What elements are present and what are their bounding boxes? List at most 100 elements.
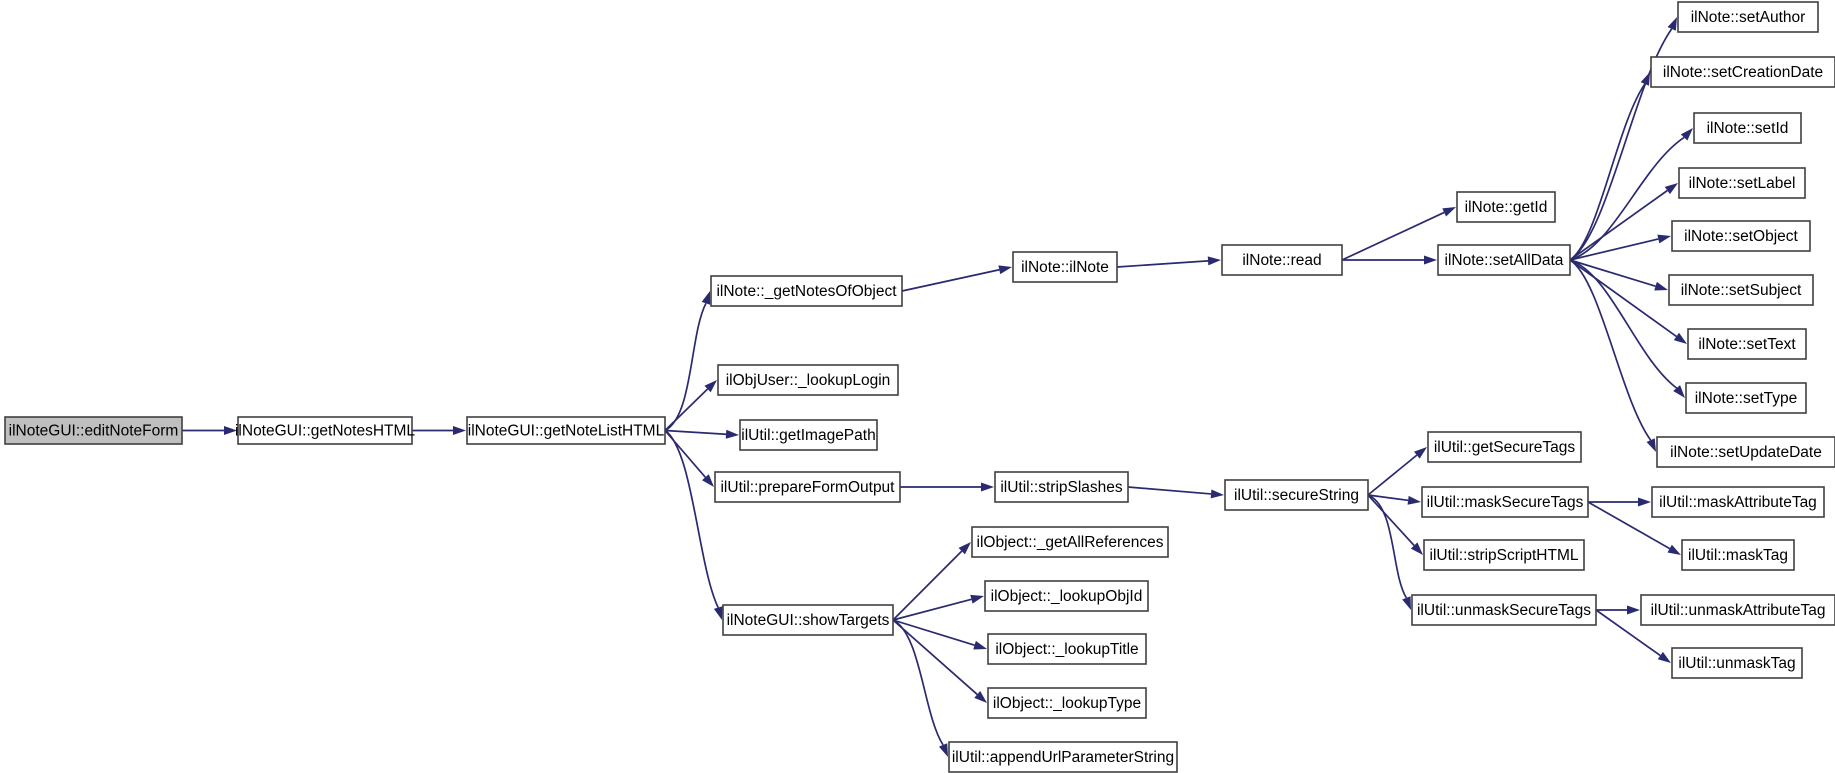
node-unmaskAttributeTag[interactable]: ilUtil::unmaskAttributeTag [1640, 594, 1835, 626]
node-box-getSecureTags[interactable] [1427, 431, 1582, 463]
node-maskAttributeTag[interactable]: ilUtil::maskAttributeTag [1651, 486, 1825, 518]
node-box-stripScriptHTML[interactable] [1423, 539, 1585, 571]
node-box-setCreationDate[interactable] [1650, 56, 1835, 88]
node-box-_lookupObjId[interactable] [984, 580, 1149, 612]
node-stripSlashes[interactable]: ilUtil::stripSlashes [994, 471, 1129, 503]
node-appendUrlParameterString[interactable]: ilUtil::appendUrlParameterString [948, 741, 1178, 773]
node-box-unmaskSecureTags[interactable] [1411, 594, 1597, 626]
node-maskSecureTags[interactable]: ilUtil::maskSecureTags [1421, 486, 1589, 518]
node-box-unmaskAttributeTag[interactable] [1640, 594, 1835, 626]
node-box-setAllData[interactable] [1437, 244, 1571, 276]
node-editNoteForm[interactable]: ilNoteGUI::editNoteForm [4, 416, 183, 445]
node-box-ilNote[interactable] [1012, 251, 1118, 283]
node-maskTag[interactable]: ilUtil::maskTag [1681, 539, 1795, 571]
node-box-editNoteForm[interactable] [4, 416, 183, 445]
node-_lookupTitle[interactable]: ilObject::_lookupTitle [987, 633, 1147, 665]
edge-getNoteListHTML-to-_lookupLogin [664, 380, 717, 432]
node-box-setText[interactable] [1687, 328, 1807, 360]
node-box-stripSlashes[interactable] [994, 471, 1129, 503]
node-box-getNotesHTML[interactable] [237, 416, 413, 445]
node-box-getImagePath[interactable] [739, 419, 878, 451]
node-box-showTargets[interactable] [722, 604, 894, 636]
node-setAuthor[interactable]: ilNote::setAuthor [1677, 1, 1819, 33]
node-box-getNoteListHTML[interactable] [466, 416, 666, 445]
node-getImagePath[interactable]: ilUtil::getImagePath [739, 419, 878, 451]
node-setSubject[interactable]: ilNote::setSubject [1668, 274, 1814, 306]
node-ilNote[interactable]: ilNote::ilNote [1012, 251, 1118, 283]
edge-read-to-getId [1341, 207, 1456, 261]
node-box-_getNotesOfObject[interactable] [710, 275, 903, 307]
node-box-read[interactable] [1221, 244, 1343, 276]
edge-maskSecureTags-to-maskAttributeTag [1588, 497, 1651, 507]
node-box-maskTag[interactable] [1681, 539, 1795, 571]
edge-showTargets-to-_lookupObjId [892, 594, 984, 621]
edge-getNoteListHTML-to-showTargets [664, 429, 723, 620]
edge-showTargets-to-_getAllReferences [892, 542, 971, 621]
node-box-setObject[interactable] [1671, 220, 1811, 252]
edge-stripSlashes-to-secureString [1127, 486, 1224, 499]
node-box-_lookupLogin[interactable] [717, 364, 899, 396]
node-setCreationDate[interactable]: ilNote::setCreationDate [1650, 56, 1835, 88]
edge-editNoteForm-to-getNotesHTML [182, 426, 237, 435]
node-box-maskAttributeTag[interactable] [1651, 486, 1825, 518]
edge-layer [182, 17, 1693, 757]
edge-setAllData-to-setSubject [1569, 259, 1668, 291]
edge-_getNotesOfObject-to-ilNote [901, 265, 1012, 292]
node-getId[interactable]: ilNote::getId [1456, 191, 1556, 223]
node-prepareFormOutput[interactable]: ilUtil::prepareFormOutput [714, 471, 901, 503]
edge-maskSecureTags-to-maskTag [1587, 501, 1681, 555]
node-box-setId[interactable] [1693, 112, 1802, 144]
node-_getAllReferences[interactable]: ilObject::_getAllReferences [971, 526, 1169, 558]
node-box-setUpdateDate[interactable] [1656, 436, 1835, 468]
edge-setAllData-to-setType [1569, 259, 1685, 398]
node-box-_getAllReferences[interactable] [971, 526, 1169, 558]
node-setLabel[interactable]: ilNote::setLabel [1678, 167, 1806, 199]
node-unmaskTag[interactable]: ilUtil::unmaskTag [1671, 647, 1803, 679]
node-box-_lookupTitle[interactable] [987, 633, 1147, 665]
edge-secureString-to-unmaskSecureTags [1367, 494, 1411, 610]
node-box-setSubject[interactable] [1668, 274, 1814, 306]
edge-prepareFormOutput-to-stripSlashes [900, 482, 994, 492]
edge-getNotesHTML-to-getNoteListHTML [412, 426, 466, 435]
node-unmaskSecureTags[interactable]: ilUtil::unmaskSecureTags [1411, 594, 1597, 626]
node-box-unmaskTag[interactable] [1671, 647, 1803, 679]
edge-setAllData-to-setLabel [1569, 183, 1678, 261]
edge-setAllData-to-setAuthor [1569, 17, 1677, 261]
node-box-secureString[interactable] [1224, 479, 1369, 511]
node-setText[interactable]: ilNote::setText [1687, 328, 1807, 360]
edge-setAllData-to-setId [1569, 128, 1693, 261]
edge-setAllData-to-setUpdateDate [1569, 259, 1656, 452]
node-box-appendUrlParameterString[interactable] [948, 741, 1178, 773]
node-box-setType[interactable] [1685, 382, 1807, 414]
edge-secureString-to-stripScriptHTML [1367, 494, 1423, 555]
node-getSecureTags[interactable]: ilUtil::getSecureTags [1427, 431, 1582, 463]
node-_getNotesOfObject[interactable]: ilNote::_getNotesOfObject [710, 275, 903, 307]
edge-setAllData-to-setText [1569, 259, 1687, 344]
node-setObject[interactable]: ilNote::setObject [1671, 220, 1811, 252]
node-showTargets[interactable]: ilNoteGUI::showTargets [722, 604, 894, 636]
node-read[interactable]: ilNote::read [1221, 244, 1343, 276]
node-setType[interactable]: ilNote::setType [1685, 382, 1807, 414]
node-_lookupLogin[interactable]: ilObjUser::_lookupLogin [717, 364, 899, 396]
node-stripScriptHTML[interactable]: ilUtil::stripScriptHTML [1423, 539, 1585, 571]
node-box-_lookupType[interactable] [987, 687, 1147, 719]
node-box-setLabel[interactable] [1678, 167, 1806, 199]
node-box-prepareFormOutput[interactable] [714, 471, 901, 503]
node-box-setAuthor[interactable] [1677, 1, 1819, 33]
node-setId[interactable]: ilNote::setId [1693, 112, 1802, 144]
node-_lookupType[interactable]: ilObject::_lookupType [987, 687, 1147, 719]
edge-read-to-setAllData [1342, 255, 1437, 265]
edge-setAllData-to-setCreationDate [1569, 72, 1650, 261]
node-box-getId[interactable] [1456, 191, 1556, 223]
node-setUpdateDate[interactable]: ilNote::setUpdateDate [1656, 436, 1835, 468]
node-getNoteListHTML[interactable]: ilNoteGUI::getNoteListHTML [466, 416, 666, 445]
node-setAllData[interactable]: ilNote::setAllData [1437, 244, 1571, 276]
edge-ilNote-to-read [1116, 256, 1221, 268]
edge-secureString-to-maskSecureTags [1367, 494, 1421, 505]
node-_lookupObjId[interactable]: ilObject::_lookupObjId [984, 580, 1149, 612]
node-secureString[interactable]: ilUtil::secureString [1224, 479, 1369, 511]
edge-showTargets-to-_lookupTitle [892, 619, 987, 650]
node-box-maskSecureTags[interactable] [1421, 486, 1589, 518]
node-getNotesHTML[interactable]: ilNoteGUI::getNotesHTML [235, 416, 415, 445]
